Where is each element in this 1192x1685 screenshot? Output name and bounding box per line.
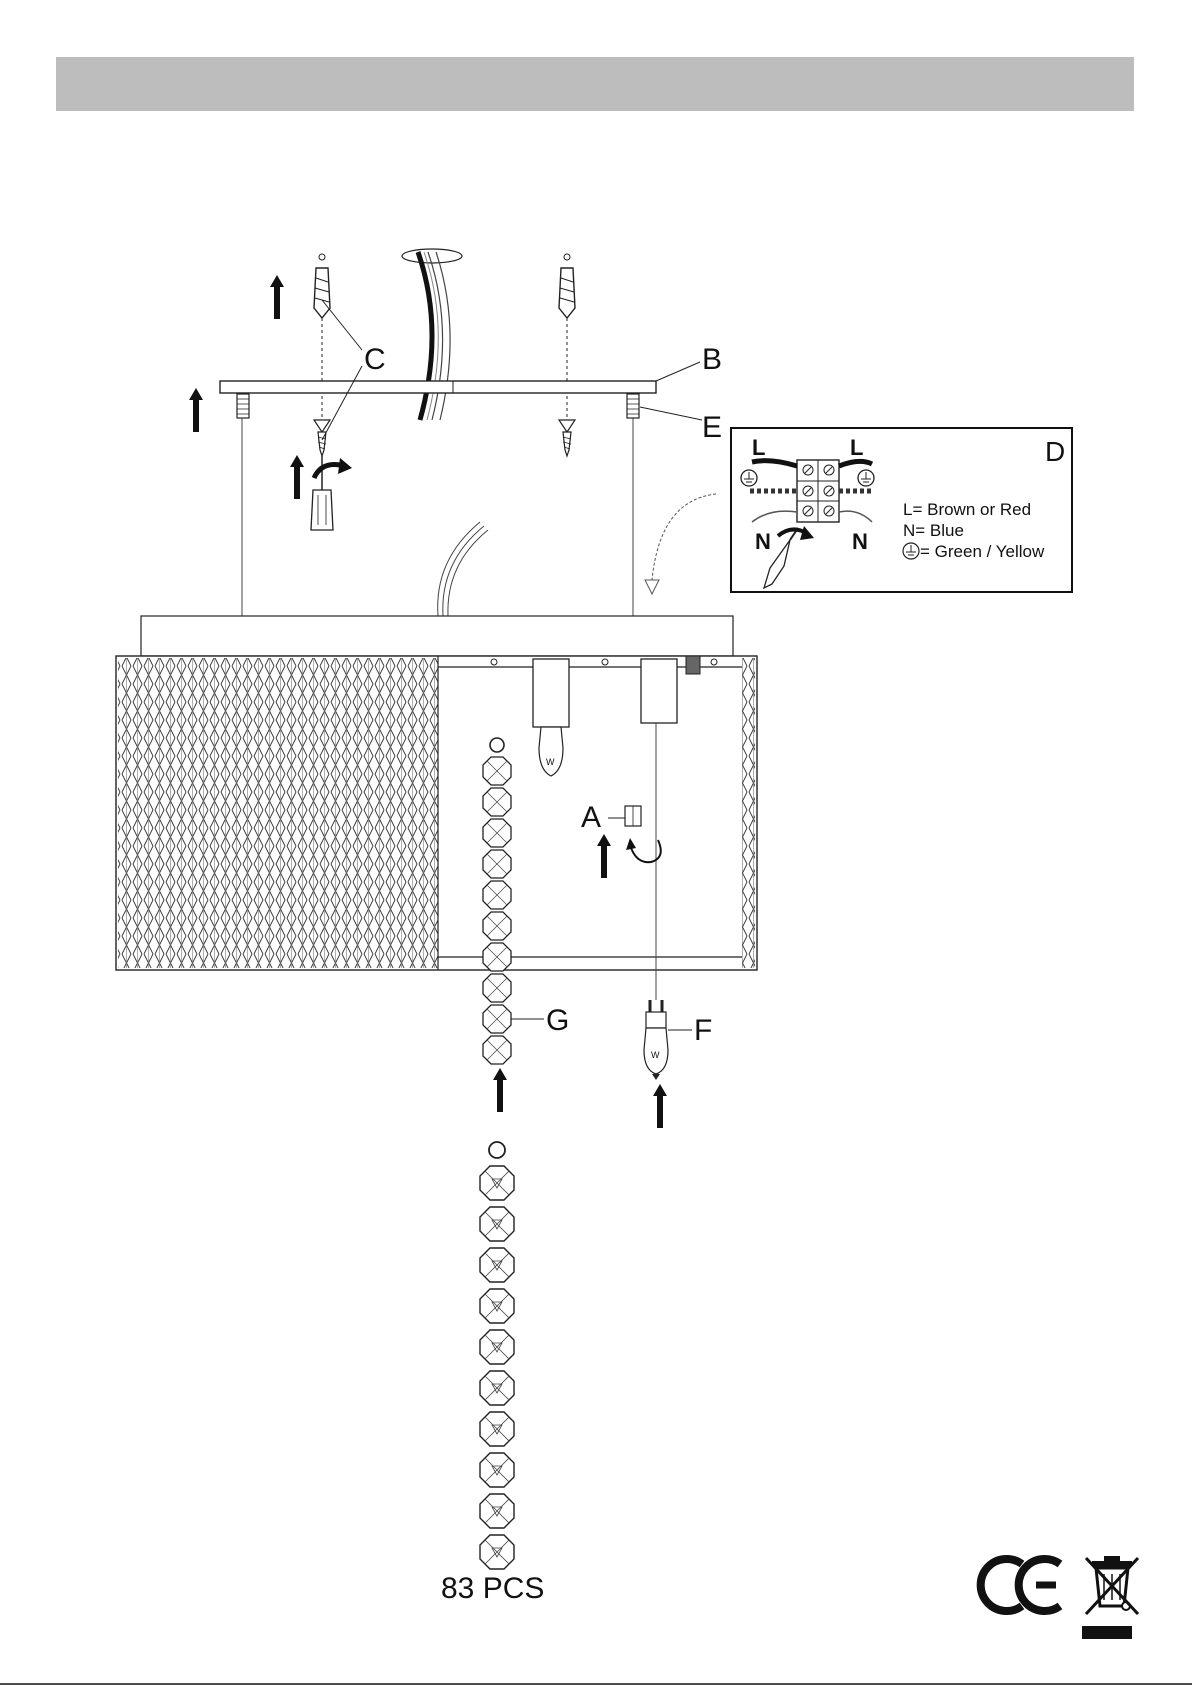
wall-plug-right [559, 254, 575, 420]
arrow-up-icon [653, 1084, 667, 1128]
arrow-up-icon [270, 275, 284, 319]
legend-live: L= Brown or Red [903, 500, 1031, 519]
label-c: C [364, 343, 386, 376]
arrow-up-icon [189, 388, 203, 432]
arrow-up-icon [290, 455, 304, 499]
earth-ground-icon [741, 470, 757, 486]
wire-live-left: L [752, 435, 765, 460]
wire-live-right: L [850, 435, 863, 460]
screw-right [559, 420, 575, 456]
label-b: B [702, 343, 722, 376]
label-g: G [546, 1004, 569, 1037]
arrow-up-icon [493, 1068, 507, 1112]
bulb-marking: W [546, 757, 555, 767]
canopy-frame [141, 616, 733, 656]
wire-neutral-left: N [755, 529, 771, 554]
mounting-bracket [220, 381, 656, 418]
earth-ground-icon [858, 470, 874, 486]
legend-earth: = Green / Yellow [920, 542, 1045, 561]
wire-neutral-right: N [852, 529, 868, 554]
connection-arrow [652, 494, 716, 580]
bulb-f: W [644, 1000, 668, 1080]
label-f: F [694, 1014, 712, 1047]
label-a: A [581, 801, 601, 834]
quantity-label: 83 PCS [441, 1572, 544, 1605]
screwdriver-icon [311, 456, 352, 530]
crystal-chain-lower [480, 1142, 514, 1569]
weee-crossed-bin-icon [1082, 1556, 1138, 1639]
ceiling-cable [402, 249, 462, 420]
legend-neutral: N= Blue [903, 521, 964, 540]
wiring-detail-box: D L L N [731, 428, 1072, 592]
fixing-nut [625, 806, 641, 826]
wall-plug-left [314, 254, 330, 420]
screw-left [314, 420, 330, 456]
label-d: D [1045, 436, 1065, 467]
bulb-marking: W [651, 1050, 660, 1060]
ce-mark-icon [981, 1559, 1060, 1611]
label-e: E [702, 411, 722, 444]
earth-ground-icon [903, 543, 919, 559]
